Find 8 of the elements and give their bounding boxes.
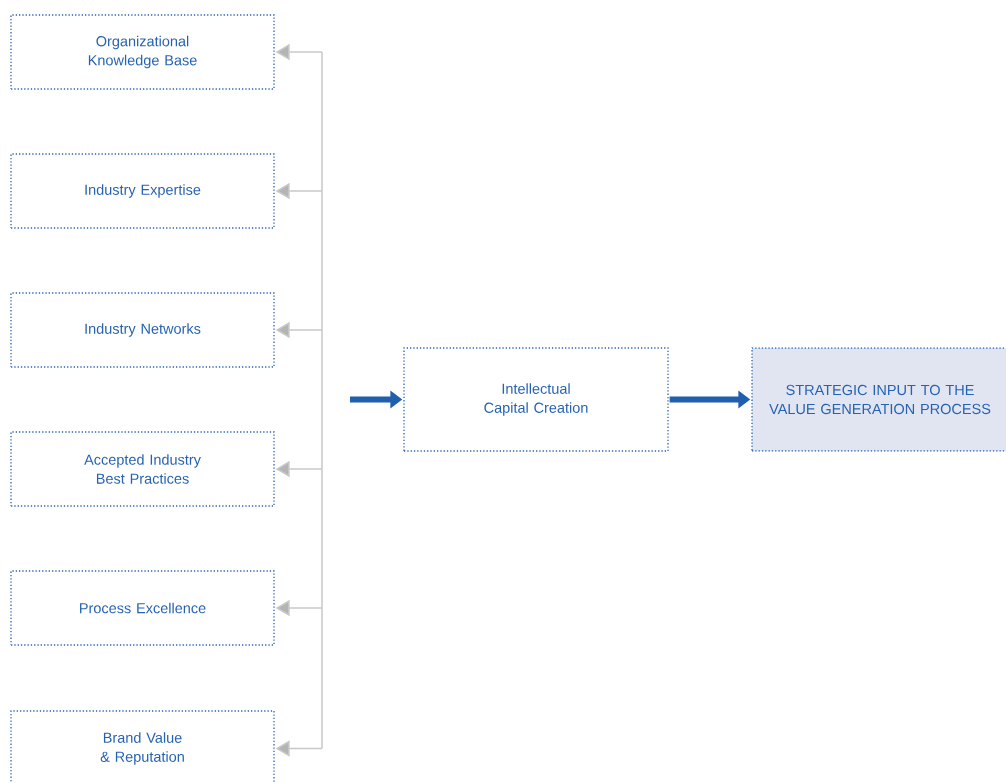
process-box: Intellectual Capital Creation [403, 347, 669, 452]
process-box: Process Excellence [10, 570, 275, 646]
process-box: Industry Networks [10, 292, 275, 368]
process-box: Accepted Industry Best Practices [10, 431, 275, 507]
highlighted-box: STRATEGIC INPUT TO THE VALUE GENERATION PROCESS [751, 347, 1006, 452]
process-box: Organizational Knowledge Base [10, 14, 275, 90]
process-box: Brand Value & Reputation [10, 710, 275, 783]
process-box: Industry Expertise [10, 153, 275, 229]
